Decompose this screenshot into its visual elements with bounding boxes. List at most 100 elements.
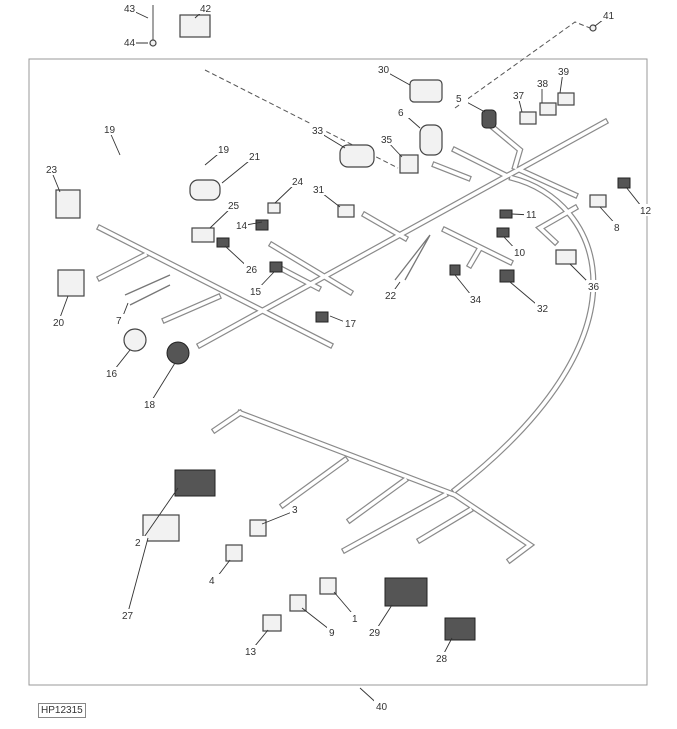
connector-17 bbox=[315, 311, 329, 323]
callout-7: 7 bbox=[116, 316, 122, 327]
callout-26: 26 bbox=[246, 265, 258, 276]
callout-33: 33 bbox=[312, 126, 324, 137]
harness-wires bbox=[95, 117, 610, 565]
callout-30: 30 bbox=[378, 65, 390, 76]
callout-19: 19 bbox=[218, 145, 230, 156]
callout-24: 24 bbox=[292, 177, 304, 188]
callout-1: 1 bbox=[352, 614, 358, 625]
connector-12 bbox=[617, 177, 631, 189]
connector-13 bbox=[262, 614, 282, 632]
connector-6 bbox=[419, 124, 443, 156]
label-background bbox=[120, 609, 134, 621]
callout-21: 21 bbox=[249, 152, 261, 163]
label-background bbox=[216, 143, 230, 155]
label-background bbox=[376, 63, 390, 75]
connector-38 bbox=[539, 102, 557, 116]
connector-36 bbox=[555, 249, 577, 265]
label-background bbox=[207, 574, 221, 586]
label-background bbox=[327, 626, 341, 638]
label-background bbox=[243, 645, 257, 657]
label-background bbox=[51, 316, 65, 328]
callout-5: 5 bbox=[456, 94, 462, 105]
connector-18 bbox=[166, 341, 190, 365]
connector-11 bbox=[499, 209, 513, 219]
junction-box-42 bbox=[179, 14, 211, 38]
callout-3: 3 bbox=[292, 505, 298, 516]
connector-37 bbox=[519, 111, 537, 125]
label-background bbox=[434, 652, 448, 664]
label-background bbox=[379, 133, 393, 145]
label-background bbox=[102, 123, 116, 135]
callout-25: 25 bbox=[228, 201, 240, 212]
label-background bbox=[343, 317, 357, 329]
label-background bbox=[374, 700, 388, 712]
label-background bbox=[350, 612, 364, 624]
connector-25 bbox=[191, 227, 215, 243]
label-background bbox=[535, 77, 549, 89]
callout-11: 11 bbox=[526, 210, 537, 221]
connector-2 bbox=[174, 469, 216, 497]
callout-36: 36 bbox=[588, 282, 600, 293]
callout-20: 20 bbox=[53, 318, 65, 329]
connector-23 bbox=[55, 189, 81, 219]
leader-line bbox=[126, 537, 149, 617]
label-background bbox=[601, 9, 615, 21]
wire-leads-7 bbox=[124, 274, 171, 306]
callout-35: 35 bbox=[381, 135, 393, 146]
connector-8 bbox=[589, 194, 607, 208]
callout-28: 28 bbox=[436, 654, 448, 665]
label-background bbox=[556, 65, 570, 77]
connector-29 bbox=[384, 577, 428, 607]
label-background bbox=[133, 536, 147, 548]
callout-12: 12 bbox=[640, 206, 652, 217]
connector-31 bbox=[337, 204, 355, 218]
callout-17: 17 bbox=[345, 319, 357, 330]
label-background bbox=[290, 175, 304, 187]
label-background bbox=[104, 367, 118, 379]
dashed-locator-line bbox=[454, 21, 591, 109]
connector-16 bbox=[123, 328, 147, 352]
label-background bbox=[468, 293, 482, 305]
label-background bbox=[247, 150, 261, 162]
callout-4: 4 bbox=[209, 576, 215, 587]
leader-line bbox=[139, 487, 179, 544]
figure-id: HP12315 bbox=[38, 703, 86, 718]
callout-9: 9 bbox=[329, 628, 335, 639]
callout-42: 42 bbox=[200, 4, 212, 15]
callout-38: 38 bbox=[537, 79, 549, 90]
connector-27 bbox=[142, 514, 180, 542]
callout-8: 8 bbox=[614, 223, 620, 234]
callout-29: 29 bbox=[369, 628, 381, 639]
component-21 bbox=[189, 179, 221, 201]
label-background bbox=[396, 106, 410, 118]
label-background bbox=[612, 221, 626, 233]
label-background bbox=[114, 314, 128, 326]
connector-26 bbox=[216, 237, 230, 248]
sensor-34 bbox=[449, 264, 461, 276]
callout-14: 14 bbox=[236, 221, 248, 232]
label-background bbox=[142, 398, 156, 410]
connector-14 bbox=[255, 219, 269, 231]
label-background bbox=[586, 280, 600, 292]
callout-23: 23 bbox=[46, 165, 58, 176]
label-background bbox=[248, 285, 262, 297]
label-background bbox=[310, 124, 324, 136]
callout-6: 6 bbox=[398, 108, 404, 119]
connector-32 bbox=[499, 269, 515, 283]
wire-leads-22 bbox=[394, 234, 431, 281]
connector-3 bbox=[249, 519, 267, 537]
connector-4 bbox=[225, 544, 243, 562]
screw-41 bbox=[589, 24, 597, 32]
connector-10 bbox=[496, 227, 510, 238]
nut-44 bbox=[149, 39, 157, 47]
label-background bbox=[512, 246, 526, 258]
connector-1 bbox=[319, 577, 337, 595]
callout-31: 31 bbox=[313, 185, 325, 196]
connector-9 bbox=[289, 594, 307, 612]
label-background bbox=[311, 183, 325, 195]
label-background bbox=[234, 219, 248, 231]
label-background bbox=[244, 263, 258, 275]
connector-39 bbox=[557, 92, 575, 106]
label-background bbox=[535, 302, 549, 314]
